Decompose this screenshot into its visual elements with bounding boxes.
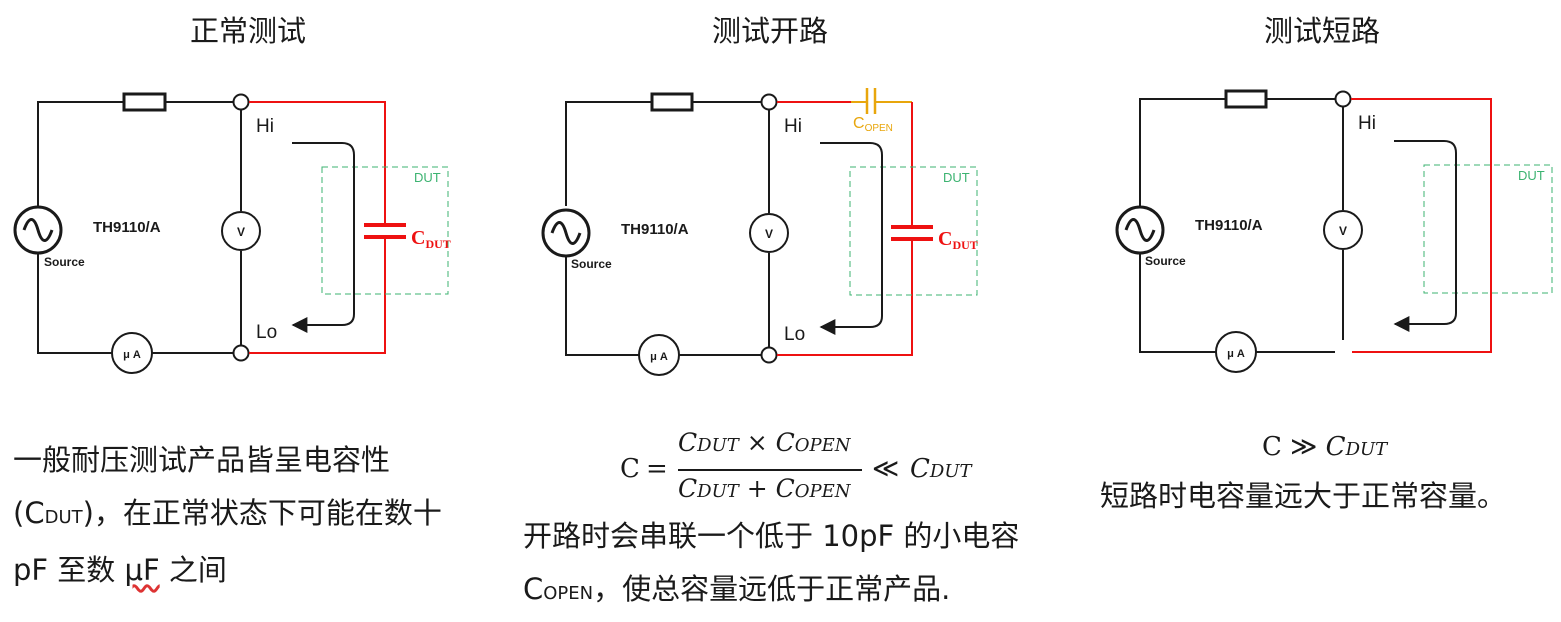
description-line: 一般耐压测试产品皆呈电容性 <box>13 443 391 477</box>
short-wire <box>1351 98 1492 353</box>
model-label: TH9110/A <box>93 219 161 236</box>
current-path-arrow <box>1393 140 1457 332</box>
current-path-arrow <box>291 142 355 333</box>
resistor-icon <box>1224 89 1268 109</box>
lo-terminal-icon <box>760 346 778 364</box>
model-label: TH9110/A <box>621 221 689 238</box>
cdut-label: CDUT <box>411 227 451 251</box>
source-label: Source <box>44 255 85 269</box>
voltmeter-icon <box>1323 210 1363 250</box>
dut-box-label: DUT <box>414 170 441 185</box>
resistor-icon <box>650 92 694 112</box>
title-short-test: 测试短路 <box>1264 14 1381 48</box>
ammeter-label: μ A <box>123 349 141 361</box>
dut-box-label: DUT <box>943 170 970 185</box>
fraction-numerator: CDUT × COPEN <box>678 428 851 457</box>
description-open: 开路时会串联一个低于 10pF 的小电容 COPEN，使总容量远低于正常产品. <box>523 510 1083 620</box>
hi-label: Hi <box>784 116 802 137</box>
description-normal: 一般耐压测试产品皆呈电容性 (CDUT)，在正常状态下可能在数十 pF 至数 μ… <box>13 434 493 597</box>
dut-box-label: DUT <box>1518 168 1545 183</box>
voltmeter-label: V <box>237 225 245 239</box>
voltmeter-icon <box>221 211 261 251</box>
voltmeter-icon <box>749 213 789 253</box>
ammeter-label: μ A <box>1227 348 1245 360</box>
ammeter-label: μ A <box>650 351 668 363</box>
source-label: Source <box>571 257 612 271</box>
panel-short-circuit <box>1115 89 1553 373</box>
cdut-label: CDUT <box>938 228 978 252</box>
resistor-icon <box>122 92 167 112</box>
panel-open-circuit <box>541 88 978 376</box>
description-line: 短路时电容量远大于正常容量。 <box>1100 479 1507 513</box>
voltmeter-label: V <box>1339 224 1347 238</box>
formula-open: C = CDUT × COPEN CDUT + COPEN ≪ CDUT <box>620 428 972 503</box>
hi-terminal-icon <box>760 93 778 111</box>
dut-boundary-box <box>849 166 978 296</box>
voltmeter-label: V <box>765 227 773 241</box>
lo-terminal-icon <box>232 344 250 362</box>
title-normal-test: 正常测试 <box>190 14 307 48</box>
hi-label: Hi <box>256 116 274 137</box>
description-line: (CDUT)，在正常状态下可能在数十 <box>13 496 442 530</box>
description-line: pF 至数 μF 之间 <box>13 553 227 587</box>
hi-terminal-icon <box>232 93 250 111</box>
source-label: Source <box>1145 254 1186 268</box>
lo-label: Lo <box>784 324 805 345</box>
hi-label: Hi <box>1358 113 1376 134</box>
ammeter-icon <box>111 332 153 374</box>
title-open-test: 测试开路 <box>712 14 829 48</box>
fraction-bar <box>678 469 862 471</box>
ammeter-icon <box>638 334 680 376</box>
hi-terminal-icon <box>1334 90 1352 108</box>
formula-short: C ≫ CDUT <box>1262 432 1388 462</box>
panel-normal-circuit <box>13 92 449 374</box>
current-path-arrow <box>819 142 883 335</box>
lo-label: Lo <box>256 322 277 343</box>
dut-boundary-box <box>321 166 449 295</box>
description-line: COPEN，使总容量远低于正常产品. <box>523 572 951 606</box>
dut-boundary-box <box>1423 164 1553 294</box>
ammeter-icon <box>1215 331 1257 373</box>
model-label: TH9110/A <box>1195 217 1263 234</box>
fraction-denominator: CDUT + COPEN <box>678 474 851 503</box>
description-short: 短路时电容量远大于正常容量。 <box>1100 470 1550 523</box>
copen-label: COPEN <box>853 115 893 134</box>
description-line: 开路时会串联一个低于 10pF 的小电容 <box>523 519 1020 553</box>
